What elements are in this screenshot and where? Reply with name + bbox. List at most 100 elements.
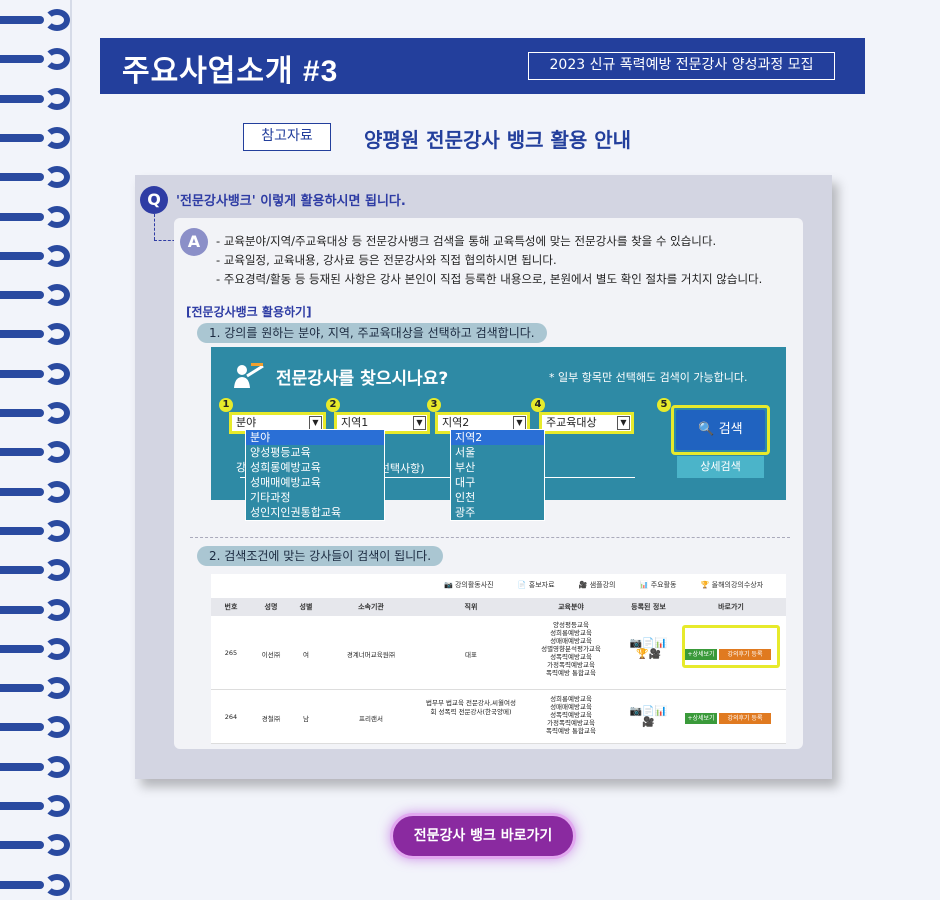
person-icon bbox=[234, 363, 264, 388]
chevron-down-icon: ▼ bbox=[513, 416, 526, 430]
binding-ring bbox=[0, 402, 72, 424]
binding-ring bbox=[0, 87, 72, 110]
bank-link-button[interactable]: 전문강사 뱅크 바로가기 bbox=[390, 813, 576, 859]
step-number: 4 bbox=[531, 398, 545, 412]
keyword-label: 강 bbox=[236, 461, 247, 474]
binding-ring bbox=[0, 362, 72, 385]
binding-ring bbox=[0, 323, 72, 346]
search-button[interactable]: 🔍 검색 bbox=[676, 410, 765, 450]
dropdown-option[interactable]: 분야 bbox=[246, 430, 384, 445]
answer-item: - 교육일정, 교육내용, 강사료 등은 전문강사와 직접 협의하시면 됩니다. bbox=[216, 253, 557, 267]
binding-ring bbox=[0, 244, 72, 267]
step-number: 5 bbox=[657, 398, 671, 412]
answer-item: - 교육분야/지역/주교육대상 등 전문강사뱅크 검색을 통해 교육특성에 맞는… bbox=[216, 234, 717, 248]
registered-info-icons: 📷📄📊🏆🎥 bbox=[629, 638, 668, 660]
binding-ring bbox=[0, 126, 72, 149]
column-header: 번호 bbox=[224, 603, 238, 611]
highlight-frame bbox=[671, 405, 770, 455]
page-title: 주요사업소개 #3 bbox=[122, 55, 339, 88]
section-title: 양평원 전문강사 뱅크 활용 안내 bbox=[364, 128, 632, 152]
dropdown-option[interactable]: 부산 bbox=[455, 461, 476, 474]
cell-gender: 여 bbox=[303, 651, 309, 659]
question-text: '전문강사뱅크' 이렇게 활용하시면 됩니다. bbox=[176, 194, 406, 209]
binding-ring bbox=[0, 48, 72, 71]
column-header: 성명 bbox=[264, 603, 278, 611]
recruit-badge: 2023 신규 폭력예방 전문강사 양성과정 모집 bbox=[528, 52, 835, 80]
table-row: 265 이선㈜ 여 경계너머교육원㈜ 대표 양성평등교육 성희롱예방교육 성매매… bbox=[211, 616, 786, 690]
binding-ring bbox=[0, 559, 72, 582]
answer-item: - 주요경력/활동 등 등재된 사항은 강사 본인이 직접 등록한 내용으로, … bbox=[216, 272, 763, 286]
page-header: 주요사업소개 #3 2023 신규 폭력예방 전문강사 양성과정 모집 bbox=[100, 38, 865, 94]
table-row: 264 경철㈜ 남 프리랜서 법무부 법교육 전문강사,씨월여성회 성폭력 전문… bbox=[211, 690, 786, 744]
column-header: 바로가기 bbox=[718, 603, 744, 611]
dropdown-option[interactable]: 기타과정 bbox=[250, 491, 291, 504]
dropdown-option[interactable]: 지역2 bbox=[451, 430, 544, 445]
reference-label: 참고자료 bbox=[243, 123, 331, 151]
cell-name: 경철㈜ bbox=[261, 715, 281, 723]
region1-select[interactable]: 지역1 ▼ bbox=[334, 412, 430, 434]
divider bbox=[190, 537, 790, 538]
binding-ring bbox=[0, 519, 72, 542]
page-edge bbox=[70, 0, 72, 900]
column-header: 소속기관 bbox=[358, 603, 384, 611]
dropdown-option[interactable]: 성매매예방교육 bbox=[250, 476, 321, 489]
search-note: * 일부 항목만 선택해도 검색이 가능합니다. bbox=[549, 371, 748, 384]
cell-fields: 양성평등교육 성희롱예방교육 성매매예방교육 성별영향분석평가교육 성폭력예방교… bbox=[541, 621, 601, 677]
binding-ring bbox=[0, 480, 72, 503]
target-select[interactable]: 주교육대상 ▼ bbox=[539, 412, 634, 434]
dropdown-option[interactable]: 성인지인권통합교육 bbox=[250, 506, 342, 519]
column-header: 직위 bbox=[464, 603, 478, 611]
detail-view-button[interactable]: +상세보기 bbox=[685, 649, 717, 660]
legend-item: 📄 홍보자료 bbox=[517, 581, 555, 589]
detail-search-button[interactable]: 상세검색 bbox=[677, 456, 764, 478]
binding-ring bbox=[0, 677, 72, 700]
connector-line bbox=[154, 214, 155, 240]
highlight-frame bbox=[682, 625, 780, 668]
dropdown-option[interactable]: 인천 bbox=[455, 491, 476, 504]
cell-fields: 성희롱예방교육 성매매예방교육 성폭력예방교육 가정폭력예방교육 폭력예방 통합… bbox=[546, 695, 596, 735]
table-header: 번호 성명 성별 소속기관 직위 교육분야 등록된 정보 바로가기 bbox=[211, 598, 786, 616]
cell-position: 법무부 법교육 전문강사,씨월여성회 성폭력 전문강사(한국양메) bbox=[426, 699, 516, 716]
search-icon: 🔍 bbox=[698, 422, 715, 437]
binding-ring bbox=[0, 9, 72, 31]
guide-heading: [전문강사뱅크 활용하기] bbox=[186, 305, 312, 319]
step-1-label: 1. 강의를 원하는 분야, 지역, 주교육대상을 선택하고 검색합니다. bbox=[197, 323, 547, 343]
binding-ring bbox=[0, 795, 72, 817]
dropdown-option[interactable]: 양성평등교육 bbox=[250, 446, 311, 459]
keyword-hint: .(선택사항) bbox=[372, 462, 425, 475]
column-header: 성별 bbox=[299, 603, 313, 611]
region-dropdown[interactable]: 지역2 서울 부산 대구 인천 광주 bbox=[450, 429, 545, 521]
cell-name: 이선㈜ bbox=[261, 651, 281, 659]
region2-select[interactable]: 지역2 ▼ bbox=[435, 412, 530, 434]
review-button[interactable]: 강의후기 등록 bbox=[719, 649, 771, 660]
q-icon: Q bbox=[140, 186, 168, 214]
dropdown-option[interactable]: 서울 bbox=[455, 446, 476, 459]
spiral-binding bbox=[0, 0, 80, 900]
binding-ring bbox=[0, 834, 72, 857]
review-button[interactable]: 강의후기 등록 bbox=[719, 713, 771, 724]
dropdown-option[interactable]: 성희롱예방교육 bbox=[250, 461, 321, 474]
chevron-down-icon: ▼ bbox=[413, 416, 426, 430]
detail-view-button[interactable]: +상세보기 bbox=[685, 713, 717, 724]
legend-item: 📊 주요활동 bbox=[639, 581, 677, 589]
binding-ring bbox=[0, 716, 72, 739]
dropdown-option[interactable]: 광주 bbox=[455, 506, 476, 519]
search-button-label: 검색 bbox=[718, 422, 743, 437]
registered-info-icons: 📷📄📊🎥 bbox=[629, 706, 668, 728]
step-number: 2 bbox=[326, 398, 340, 412]
chevron-down-icon: ▼ bbox=[309, 416, 322, 430]
column-header: 등록된 정보 bbox=[631, 603, 666, 611]
target-select-value: 주교육대상 bbox=[546, 416, 597, 429]
a-icon: A bbox=[180, 228, 208, 256]
binding-ring bbox=[0, 441, 72, 464]
binding-ring bbox=[0, 205, 72, 228]
cell-no: 264 bbox=[224, 713, 238, 721]
dropdown-option[interactable]: 대구 bbox=[455, 476, 476, 489]
field-dropdown[interactable]: 분야 양성평등교육 성희롱예방교육 성매매예방교육 기타과정 성인지인권통합교육 bbox=[245, 429, 385, 521]
legend-item: 🏆 올해의강의수상자 bbox=[700, 581, 764, 589]
binding-ring bbox=[0, 637, 72, 660]
cell-org: 경계너머교육원㈜ bbox=[346, 651, 396, 659]
step-number: 1 bbox=[219, 398, 233, 412]
cell-position: 대표 bbox=[465, 651, 477, 659]
binding-ring bbox=[0, 284, 72, 307]
